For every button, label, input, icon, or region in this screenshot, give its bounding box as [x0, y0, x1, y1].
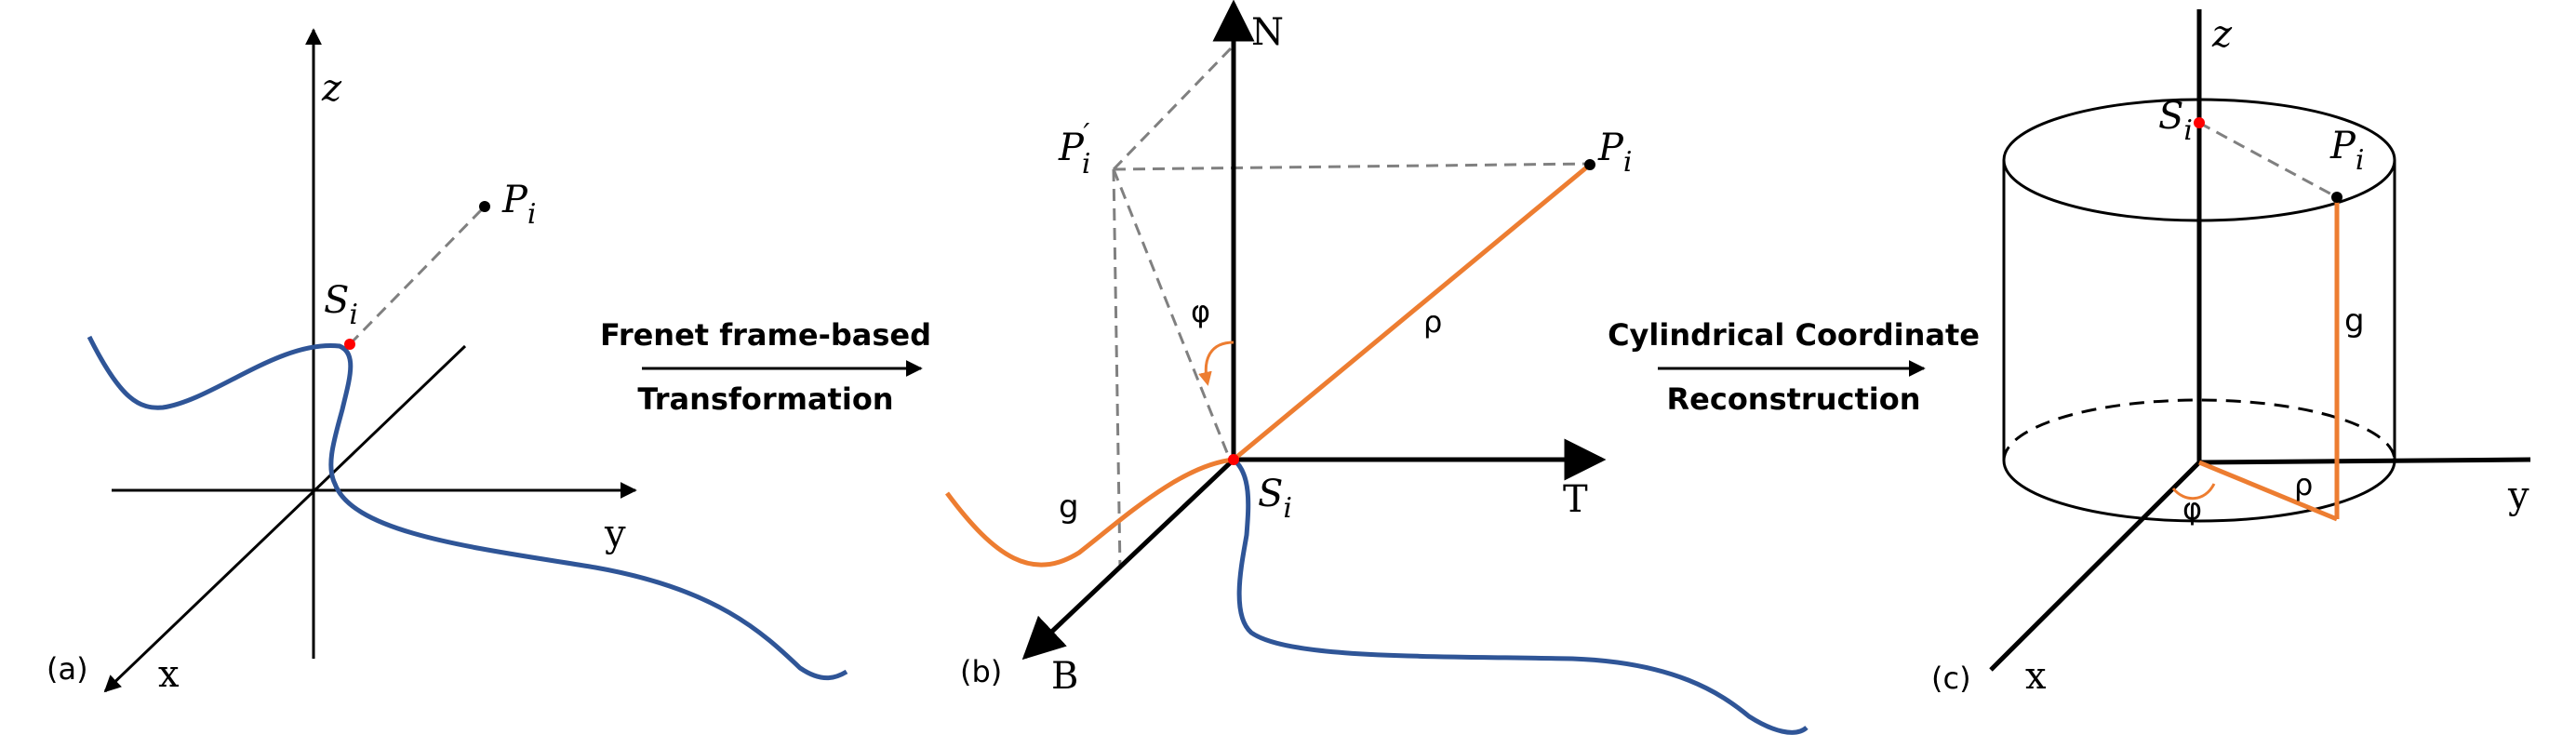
panel-b-g-label: g: [1059, 488, 1079, 526]
panel-c-point-si: [2194, 117, 2205, 128]
panel-b: N T B ρ φ g Si Pi Pi′ (b): [944, 0, 1809, 735]
panel-c-rho-line: [2198, 460, 2338, 522]
panel-c-phi-arc: [2171, 483, 2216, 501]
panel-c-si-pi-dashed-line: [2198, 121, 2338, 199]
panel-c-si-label: Si: [2158, 95, 2193, 147]
panel-b-point-pi: [1584, 159, 1595, 170]
panel-b-n-label: N: [1251, 11, 1284, 54]
panel-b-dashed-p-prime-to-b: [1112, 168, 1122, 570]
panel-b-tag: (b): [960, 654, 1002, 689]
panel-b-pi-label: Pi: [1597, 127, 1633, 179]
panel-a-si-pi-dashed-line: [348, 206, 486, 346]
arrow-2-label-top: Cylindrical Coordinate: [1608, 317, 1980, 353]
panel-c-point-pi: [2331, 192, 2342, 203]
panel-c-rho-label: ρ: [2294, 467, 2313, 502]
panel-b-t-label: T: [1563, 478, 1588, 521]
panel-b-dashed-p-prime-to-n: [1112, 47, 1233, 171]
panel-b-si-label: Si: [1258, 473, 1292, 525]
panel-a-point-pi: [479, 201, 490, 212]
panel-a-y-label: y: [604, 513, 626, 555]
panel-a-z-label: z: [321, 67, 342, 110]
transform-arrow-2: Cylindrical Coordinate Reconstruction: [1608, 317, 1980, 417]
panel-b-p-prime-label: Pi′: [1058, 118, 1091, 180]
panel-b-curve: [1232, 458, 1809, 735]
panel-b-phi-arc: [1198, 341, 1235, 386]
panel-b-point-si: [1228, 454, 1239, 465]
panel-c-x-axis: [1989, 461, 2201, 672]
panel-a-pi-label: Pi: [501, 179, 537, 231]
panel-c-z-label: z: [2211, 13, 2233, 56]
panel-b-rho-line: [1232, 163, 1592, 461]
panel-c-x-label: x: [2025, 655, 2047, 698]
panel-c-tag: (c): [1931, 661, 1971, 696]
panel-c-g-label: g: [2344, 302, 2365, 340]
transform-arrow-1: Frenet frame-based Transformation: [600, 317, 931, 417]
panel-b-b-label: B: [1051, 655, 1078, 698]
panel-c-phi-label: φ: [2182, 491, 2202, 527]
panel-b-dashed-p-prime-to-pi: [1113, 162, 1591, 171]
panel-a-tag: (a): [47, 651, 88, 687]
arrow-2-label-bottom: Reconstruction: [1667, 381, 1921, 417]
panel-b-rho-label: ρ: [1423, 304, 1442, 340]
panel-c-cylinder-bottom-back: [2002, 398, 2396, 461]
arrow-1-label-top: Frenet frame-based: [600, 317, 931, 353]
panel-c: z y x ρ φ g Si Pi (c): [1931, 9, 2531, 698]
panel-a-x-axis: [103, 344, 467, 693]
panel-c-pi-label: Pi: [2329, 125, 2365, 177]
panel-a: z y x Si Pi (a): [47, 28, 848, 696]
panel-b-phi-label: φ: [1191, 294, 1210, 329]
panel-a-si-label: Si: [324, 279, 358, 331]
panel-b-dashed-p-prime-to-si: [1112, 168, 1232, 461]
panel-c-y-label: y: [2507, 474, 2529, 517]
panel-c-y-axis: [2198, 457, 2531, 465]
panel-b-g-curve: [944, 457, 1235, 568]
panel-c-cylinder-bottom-front: [2002, 460, 2396, 523]
arrow-1-label-bottom: Transformation: [637, 381, 893, 417]
panel-b-b-axis: [1021, 458, 1235, 661]
panel-a-x-label: x: [158, 653, 180, 696]
panel-a-curve: [87, 335, 848, 681]
panel-a-point-si: [344, 339, 355, 350]
